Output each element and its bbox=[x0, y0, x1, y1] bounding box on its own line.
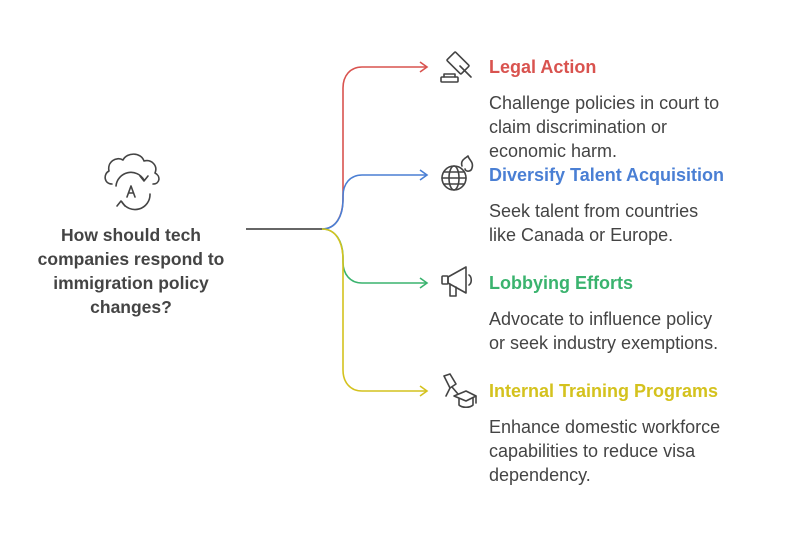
description-line: Challenge policies in court to bbox=[489, 93, 720, 113]
question-line: changes? bbox=[90, 297, 172, 317]
branch-description-diversify-talent: Seek talent from countries like Canada o… bbox=[489, 199, 698, 247]
branch-title-legal-action: Legal Action bbox=[489, 57, 597, 77]
globe-icon bbox=[441, 155, 474, 191]
gavel-icon bbox=[440, 51, 472, 83]
description-line: capabilities to reduce visa bbox=[489, 441, 696, 461]
arrowhead-legal-action bbox=[419, 61, 429, 73]
description-line: economic harm. bbox=[489, 141, 618, 161]
branch-description-internal-training: Enhance domestic workforce capabilities … bbox=[489, 415, 720, 487]
question-line: companies respond to bbox=[37, 249, 225, 269]
question-line: How should tech bbox=[61, 225, 201, 245]
connector-legal-action bbox=[321, 66, 426, 230]
branch-title-lobbying-efforts: Lobbying Efforts bbox=[489, 273, 633, 293]
branch-description-legal-action: Challenge policies in court to claim dis… bbox=[489, 91, 719, 163]
translate-cloud-icon bbox=[104, 153, 160, 211]
description-line: claim discrimination or bbox=[489, 117, 668, 137]
branch-title-internal-training: Internal Training Programs bbox=[489, 381, 719, 401]
arrowhead-lobbying-efforts bbox=[419, 277, 429, 289]
question-line: immigration policy bbox=[53, 273, 209, 293]
description-line: or seek industry exemptions. bbox=[489, 333, 719, 353]
description-line: Advocate to influence policy bbox=[489, 309, 713, 329]
graduation-cap-icon bbox=[443, 373, 477, 409]
branch-description-lobbying-efforts: Advocate to influence policy or seek ind… bbox=[489, 307, 718, 355]
arrowhead-diversify-talent bbox=[419, 169, 429, 181]
arrowhead-internal-training bbox=[419, 385, 429, 397]
connector-diversify-talent bbox=[321, 174, 426, 230]
description-line: dependency. bbox=[489, 465, 591, 485]
description-line: Seek talent from countries bbox=[489, 201, 699, 221]
megaphone-icon bbox=[441, 266, 473, 297]
description-line: Enhance domestic workforce bbox=[489, 417, 721, 437]
central-question: How should tech companies respond to imm… bbox=[24, 223, 238, 319]
description-line: like Canada or Europe. bbox=[489, 225, 674, 245]
connector-internal-training bbox=[321, 228, 426, 392]
branch-title-diversify-talent: Diversify Talent Acquisition bbox=[489, 165, 725, 185]
